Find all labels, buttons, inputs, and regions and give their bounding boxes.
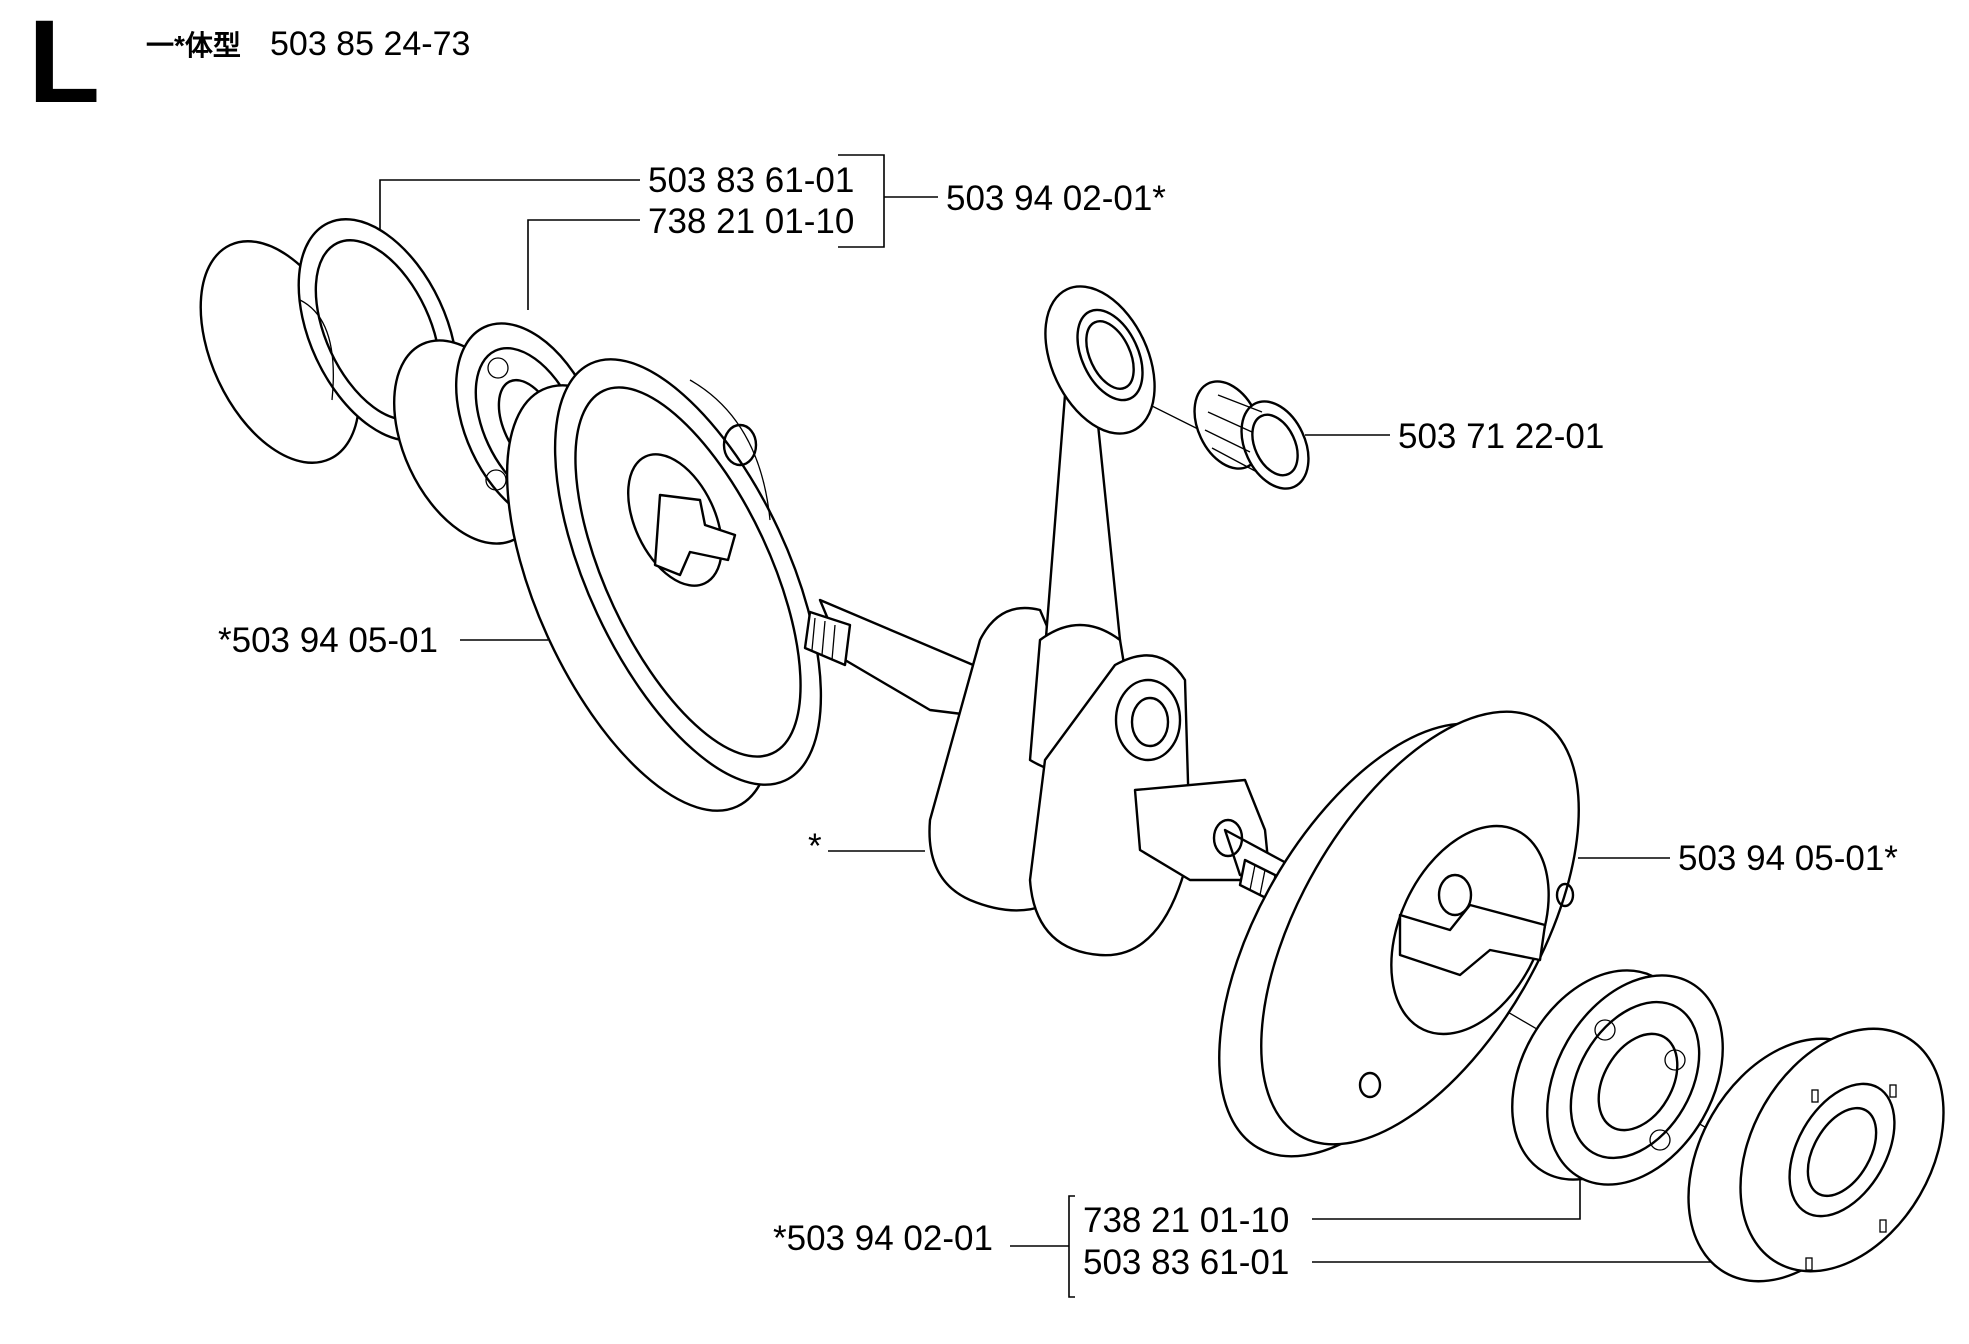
left-crank-half-drawing <box>505 358 823 812</box>
label-crank-half-left: *503 94 05-01 <box>218 621 438 660</box>
label-crankshaft-star: * <box>808 827 822 866</box>
assembly-code: 503 85 24-73 <box>270 25 470 63</box>
crankshaft-drawing <box>803 285 1302 957</box>
needle-bearing-drawing <box>1193 380 1310 490</box>
label-kit-right: *503 94 02-01 <box>773 1219 993 1258</box>
label-kit-left: 503 94 02-01* <box>946 179 1166 218</box>
label-bearing-right-inner: 738 21 01-10 <box>1083 1201 1289 1240</box>
right-outer-bearing-drawing <box>1687 1027 1945 1283</box>
right-ball-bearing-drawing <box>1511 969 1724 1186</box>
label-crank-half-right: 503 94 05-01* <box>1678 839 1898 878</box>
label-needle-bearing: 503 71 22-01 <box>1398 417 1604 456</box>
assembly-symbol: 一*体型 <box>146 30 241 61</box>
right-crank-half-drawing <box>1218 710 1580 1158</box>
section-letter: L <box>28 0 100 128</box>
label-bearing-left-outer: 503 83 61-01 <box>648 161 854 200</box>
label-bearing-right-outer: 503 83 61-01 <box>1083 1243 1289 1282</box>
leader-lines <box>379 154 1780 1298</box>
label-bearing-left-inner: 738 21 01-10 <box>648 202 854 241</box>
